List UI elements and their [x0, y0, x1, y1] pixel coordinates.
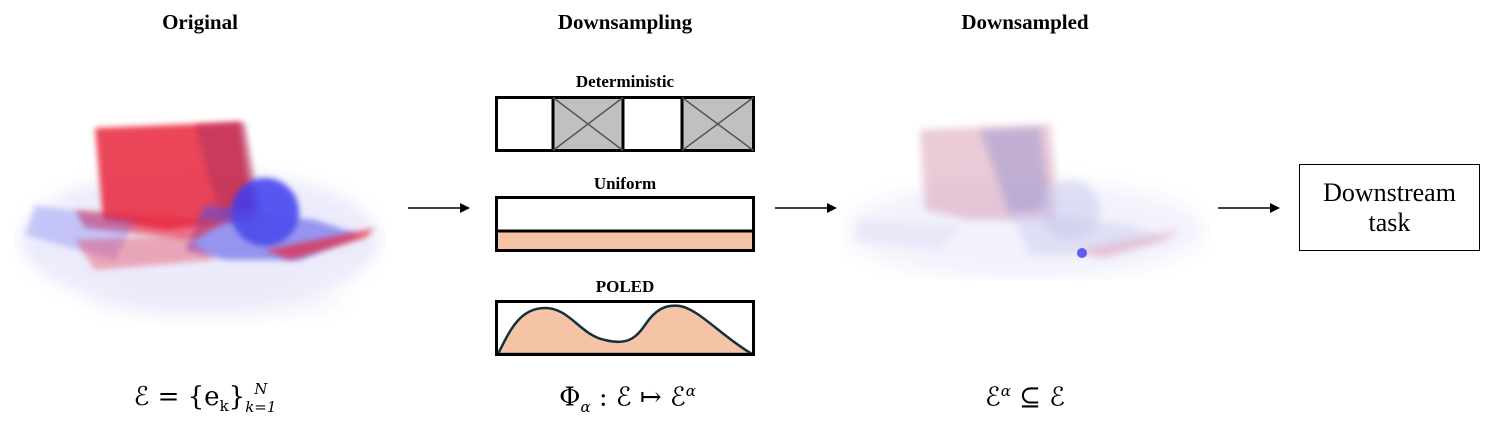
formula-phi-alpha: α	[580, 397, 591, 416]
formula-downsampling-sup: α	[685, 382, 696, 400]
formula-original-sub-k: k	[219, 397, 229, 416]
formula-original-rhs: }	[228, 382, 246, 412]
arrow-downsampling-to-downsampled	[775, 203, 837, 213]
label-uniform: Uniform	[593, 174, 657, 193]
original-event-cloud	[20, 122, 380, 320]
downstream-task-box: Downstream task	[1299, 164, 1480, 251]
heading-downsampled: Downsampled	[961, 10, 1089, 34]
poled-density-curve	[495, 304, 755, 356]
formula-original-sub: k=1	[245, 398, 277, 416]
formula-downsampled-rest: ⊆ ℰ	[1010, 382, 1065, 413]
label-deterministic: Deterministic	[575, 72, 675, 91]
task-line-2: task	[1368, 207, 1411, 237]
uniform-fill	[495, 229, 755, 252]
arrow-original-to-downsampling	[408, 203, 470, 213]
poled-distribution-box	[495, 300, 755, 356]
downsampled-event-cloud	[845, 124, 1205, 280]
task-line-1: Downstream	[1323, 177, 1456, 207]
formula-downsampled: ℰα ⊆ ℰ	[955, 382, 1095, 413]
arrow-downsampled-to-task	[1218, 203, 1280, 213]
label-poled: POLED	[595, 277, 655, 296]
deterministic-mask-box	[495, 96, 755, 152]
formula-downsampling: Φα : ℰ ↦ ℰα	[520, 382, 735, 416]
heading-original: Original	[162, 10, 238, 34]
formula-downsampled-sup: α	[1000, 382, 1011, 400]
formula-downsampling-rest: : ℰ ↦ ℰ	[590, 382, 686, 413]
formula-phi: Φ	[559, 382, 581, 413]
formula-original-sup: N	[254, 380, 268, 398]
uniform-distribution-box	[495, 196, 755, 252]
formula-original-lhs: ℰ = {e	[133, 382, 220, 412]
heading-downsampling: Downsampling	[557, 10, 693, 34]
formula-downsampled-lhs: ℰ	[985, 382, 1001, 413]
